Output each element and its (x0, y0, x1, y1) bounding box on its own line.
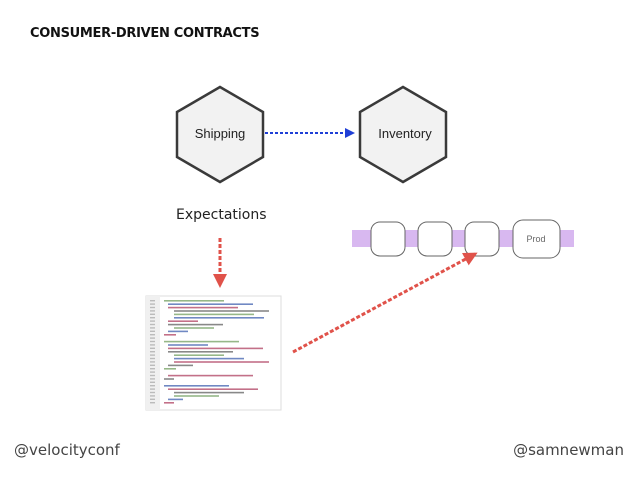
code-line-number (150, 364, 155, 366)
footer-conference-handle: @velocityconf (14, 441, 120, 459)
code-line-number (150, 371, 155, 373)
code-line-number (150, 320, 155, 322)
code-line-number (150, 330, 155, 332)
code-line-number (150, 344, 155, 346)
code-line-number (150, 334, 155, 336)
code-line (164, 402, 174, 404)
code-line (168, 374, 253, 377)
code-line (174, 361, 269, 363)
slide-title: CONSUMER-DRIVEN CONTRACTS (30, 26, 260, 41)
code-line-number (150, 317, 155, 319)
code-line (168, 330, 188, 333)
code-line-number (150, 374, 155, 377)
code-line-number (150, 347, 155, 349)
code-line (174, 317, 264, 319)
code-line (174, 310, 269, 312)
code-line-number (150, 327, 155, 329)
code-line (168, 320, 198, 322)
code-line-number (150, 361, 155, 363)
shipping-label: Shipping (195, 126, 246, 141)
code-line-number (150, 385, 155, 387)
code-line (168, 398, 183, 401)
shipping-hexagon (175, 85, 265, 184)
code-gutter (146, 296, 160, 410)
code-line (168, 344, 208, 346)
code-line (164, 340, 239, 343)
code-line (164, 300, 224, 302)
code-line-number (150, 303, 155, 305)
code-line-number (150, 398, 155, 400)
code-line (164, 368, 176, 370)
code-line-number (150, 300, 155, 302)
code-line-number (150, 323, 155, 326)
inventory-service-node: Inventory (358, 85, 448, 184)
shipping-service-node: Shipping (175, 85, 265, 184)
code-line-number (150, 313, 155, 315)
code-line-number (150, 391, 155, 394)
contract-test-arrow (292, 252, 478, 354)
code-line-number (150, 368, 155, 370)
code-line (168, 306, 238, 309)
pipeline-stage-3 (464, 221, 500, 257)
code-line-number (150, 337, 155, 339)
code-line (168, 388, 258, 390)
code-line (168, 303, 253, 305)
inventory-label: Inventory (378, 126, 432, 141)
contract-test-code-image (145, 295, 282, 411)
code-line (174, 395, 219, 397)
code-lines (150, 300, 269, 404)
code-line (168, 351, 233, 353)
code-line (164, 334, 176, 336)
footer-author-handle: @samnewman (513, 441, 624, 459)
code-line (168, 347, 263, 350)
expectations-label: Expectations (176, 207, 267, 223)
inventory-hexagon (358, 85, 448, 184)
pipeline-stage-4 (512, 219, 561, 259)
code-line-number (150, 381, 155, 383)
code-line-number (150, 378, 155, 380)
code-line-number (150, 388, 155, 390)
code-line (174, 357, 244, 360)
code-line (174, 391, 244, 394)
code-line-number (150, 357, 155, 360)
code-line-number (150, 395, 155, 397)
code-line-number (150, 351, 155, 353)
code-line (174, 313, 254, 316)
code-line-number (150, 340, 155, 343)
code-line-number (150, 310, 155, 312)
code-line-number (150, 354, 155, 356)
code-line (164, 385, 229, 387)
code-line-number (150, 306, 155, 309)
pipeline-stage-1 (370, 221, 406, 257)
code-line (164, 378, 174, 380)
pipeline-stage-2 (417, 221, 453, 257)
code-line (174, 354, 224, 356)
code-line (168, 323, 223, 326)
code-line (168, 364, 193, 367)
pipeline-stage-prod: Prod (512, 219, 561, 259)
prod-stage-label: Prod (526, 234, 545, 244)
code-line-number (150, 402, 155, 404)
code-line (174, 327, 214, 329)
